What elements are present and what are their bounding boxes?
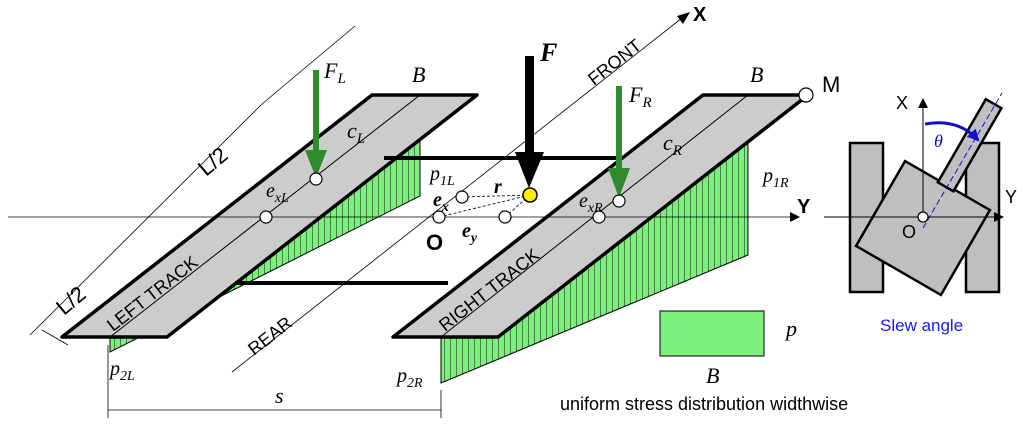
- gauge-dimension: [107, 345, 442, 418]
- inset-boom: [936, 97, 1004, 194]
- point-ey: [498, 210, 512, 224]
- rear-label: REAR: [244, 313, 296, 360]
- x-axis-label: X: [693, 4, 707, 26]
- width-left-label: B: [412, 62, 425, 87]
- half-length-dimensions: [29, 25, 356, 346]
- centroid-right-label: cR: [663, 130, 682, 159]
- chassis-frame: [235, 156, 618, 285]
- inset-y-arrowhead: [994, 212, 1004, 222]
- ex-label: ex: [433, 189, 449, 215]
- point-m: [798, 87, 814, 103]
- load-point-icon: [522, 187, 538, 203]
- point-right-center: [592, 210, 606, 224]
- point-m-label: M: [822, 72, 840, 97]
- point-left-load: [309, 172, 323, 186]
- slew-arrow-icon: [924, 121, 980, 142]
- point-ex: [455, 190, 469, 204]
- legend-swatch: [659, 310, 765, 357]
- half-length-top-label: L/2: [193, 142, 233, 181]
- force-right-label: FR: [628, 82, 652, 111]
- p2l-label: p2L: [108, 358, 135, 384]
- point-origin: [432, 210, 446, 224]
- origin-label: O: [426, 230, 443, 255]
- inset-y-label: Y: [1005, 187, 1017, 207]
- legend: p B uniform stress distribution widthwis…: [560, 310, 848, 414]
- p1r-label: p1R: [761, 165, 789, 191]
- point-left-center: [259, 210, 273, 224]
- force-label: F: [539, 38, 557, 67]
- reference-points: [259, 87, 814, 224]
- y-axis-arrowhead: [790, 212, 800, 222]
- legend-b-label: B: [706, 363, 719, 388]
- p1l-label: p1L: [428, 163, 455, 189]
- width-right-label: B: [750, 62, 763, 87]
- p2r-label: p2R: [395, 365, 423, 391]
- inset-x-label: X: [896, 93, 908, 113]
- y-axis-label: Y: [797, 196, 811, 218]
- ecc-left-label: exL: [266, 180, 289, 206]
- ecc-right-label: exR: [579, 190, 603, 216]
- half-length-bottom-label: L/2: [51, 281, 91, 320]
- inset-origin-point: [917, 211, 929, 223]
- point-right-load: [612, 194, 626, 208]
- x-axis-arrowhead: [677, 12, 690, 24]
- inset-caption: Slew angle: [880, 316, 963, 335]
- force-left-label: FL: [323, 58, 346, 87]
- force-right-arrow: [608, 86, 630, 198]
- slew-inset: X Y O θ Slew angle: [824, 92, 1017, 335]
- inset-boom-axis: [922, 92, 1003, 229]
- gauge-label: s: [275, 383, 284, 408]
- force-arrow: [515, 56, 544, 188]
- centroid-left-label: cL: [347, 118, 365, 147]
- inset-x-arrowhead: [918, 98, 928, 108]
- force-left-arrow: [305, 70, 327, 178]
- ey-label: ey: [462, 220, 478, 246]
- inset-origin-label: O: [902, 222, 916, 242]
- legend-p-label: p: [784, 316, 797, 341]
- r-label: r: [494, 176, 502, 198]
- inset-theta-label: θ: [934, 131, 943, 151]
- legend-caption: uniform stress distribution widthwise: [560, 394, 848, 414]
